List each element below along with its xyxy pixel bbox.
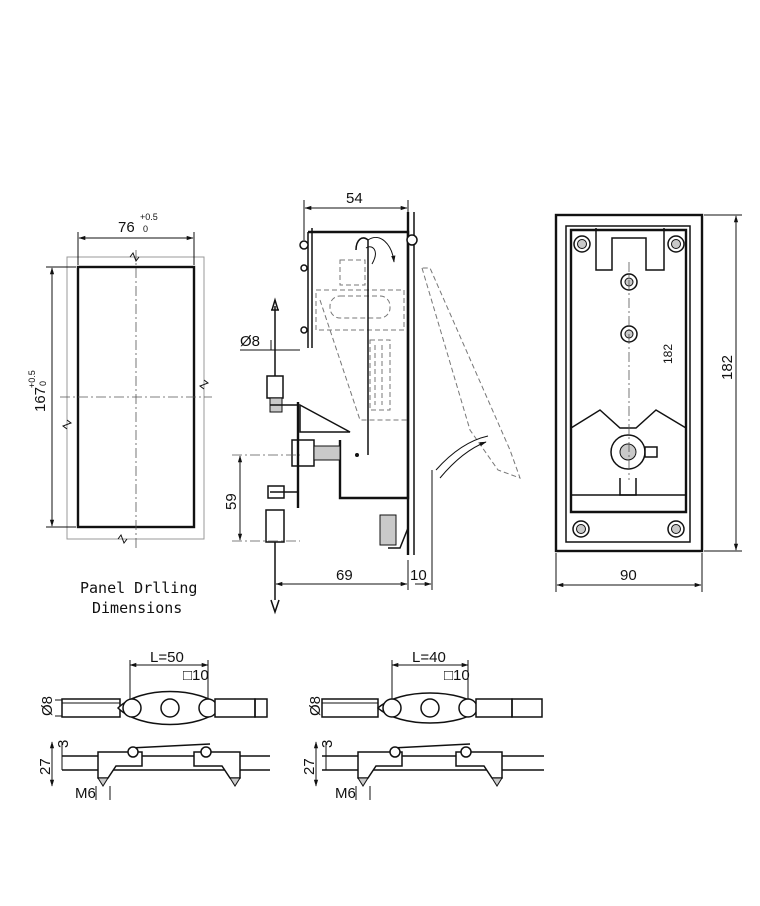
screw-bottom-right-icon [667,520,685,538]
panel-height-tol-lower: 0 [38,381,48,386]
screw-top-left-icon [573,235,591,253]
linkage-left-square-label: □10 [183,667,209,684]
front-view: 182 182 90 [554,213,742,592]
panel-width-tol-upper: +0.5 [140,212,158,222]
linkage-left-length-label: L=50 [150,649,184,666]
side-rod-diameter-label: Ø8 [240,333,260,350]
panel-caption-line2: Dimensions [92,599,182,617]
front-inner-height-label: 182 [661,344,675,364]
linkage-right-height-label: 27 [301,758,318,775]
side-lower-height-label: 59 [223,493,240,510]
panel-drilling-view: 76 +0.5 0 167 +0.5 0 Panel Drlling Dimen… [27,212,212,617]
linkage-left-diameter-label: Ø8 [39,696,56,716]
linkage-right-offset-label: 3 [319,740,336,748]
linkage-left-height-label: 27 [37,758,54,775]
linkage-left-offset-label: 3 [55,740,72,748]
linkage-left: L=50 □10 Ø8 3 27 M6 [37,649,270,802]
panel-width-label: 76 [118,219,135,236]
linkage-left-thread-label: M6 [75,785,96,802]
side-depth-label: 54 [346,190,363,207]
lock-cylinder-icon [610,434,658,470]
linkage-right-square-label: □10 [444,667,470,684]
side-view: 54 [223,190,521,615]
side-flange-label: 10 [410,567,427,584]
linkage-right-thread-label: M6 [335,785,356,802]
panel-outer-outline [66,256,205,540]
linkage-right: L=40 □10 Ø8 3 27 M6 [301,649,544,802]
linkage-right-diameter-label: Ø8 [307,696,324,716]
panel-caption-line1: Panel Drlling [80,579,197,597]
screw-bottom-left-icon [572,520,590,538]
front-plate-outer [554,213,704,553]
screw-top-right-icon [667,235,685,253]
front-width-label: 90 [620,567,637,584]
linkage-right-length-label: L=40 [412,649,446,666]
panel-width-tol-lower: 0 [143,224,148,234]
panel-height-tol-upper: +0.5 [27,370,37,388]
panel-height-label: 167 [32,387,49,412]
front-outer-height-label: 182 [719,355,736,380]
side-rod-offset-label: 69 [336,567,353,584]
